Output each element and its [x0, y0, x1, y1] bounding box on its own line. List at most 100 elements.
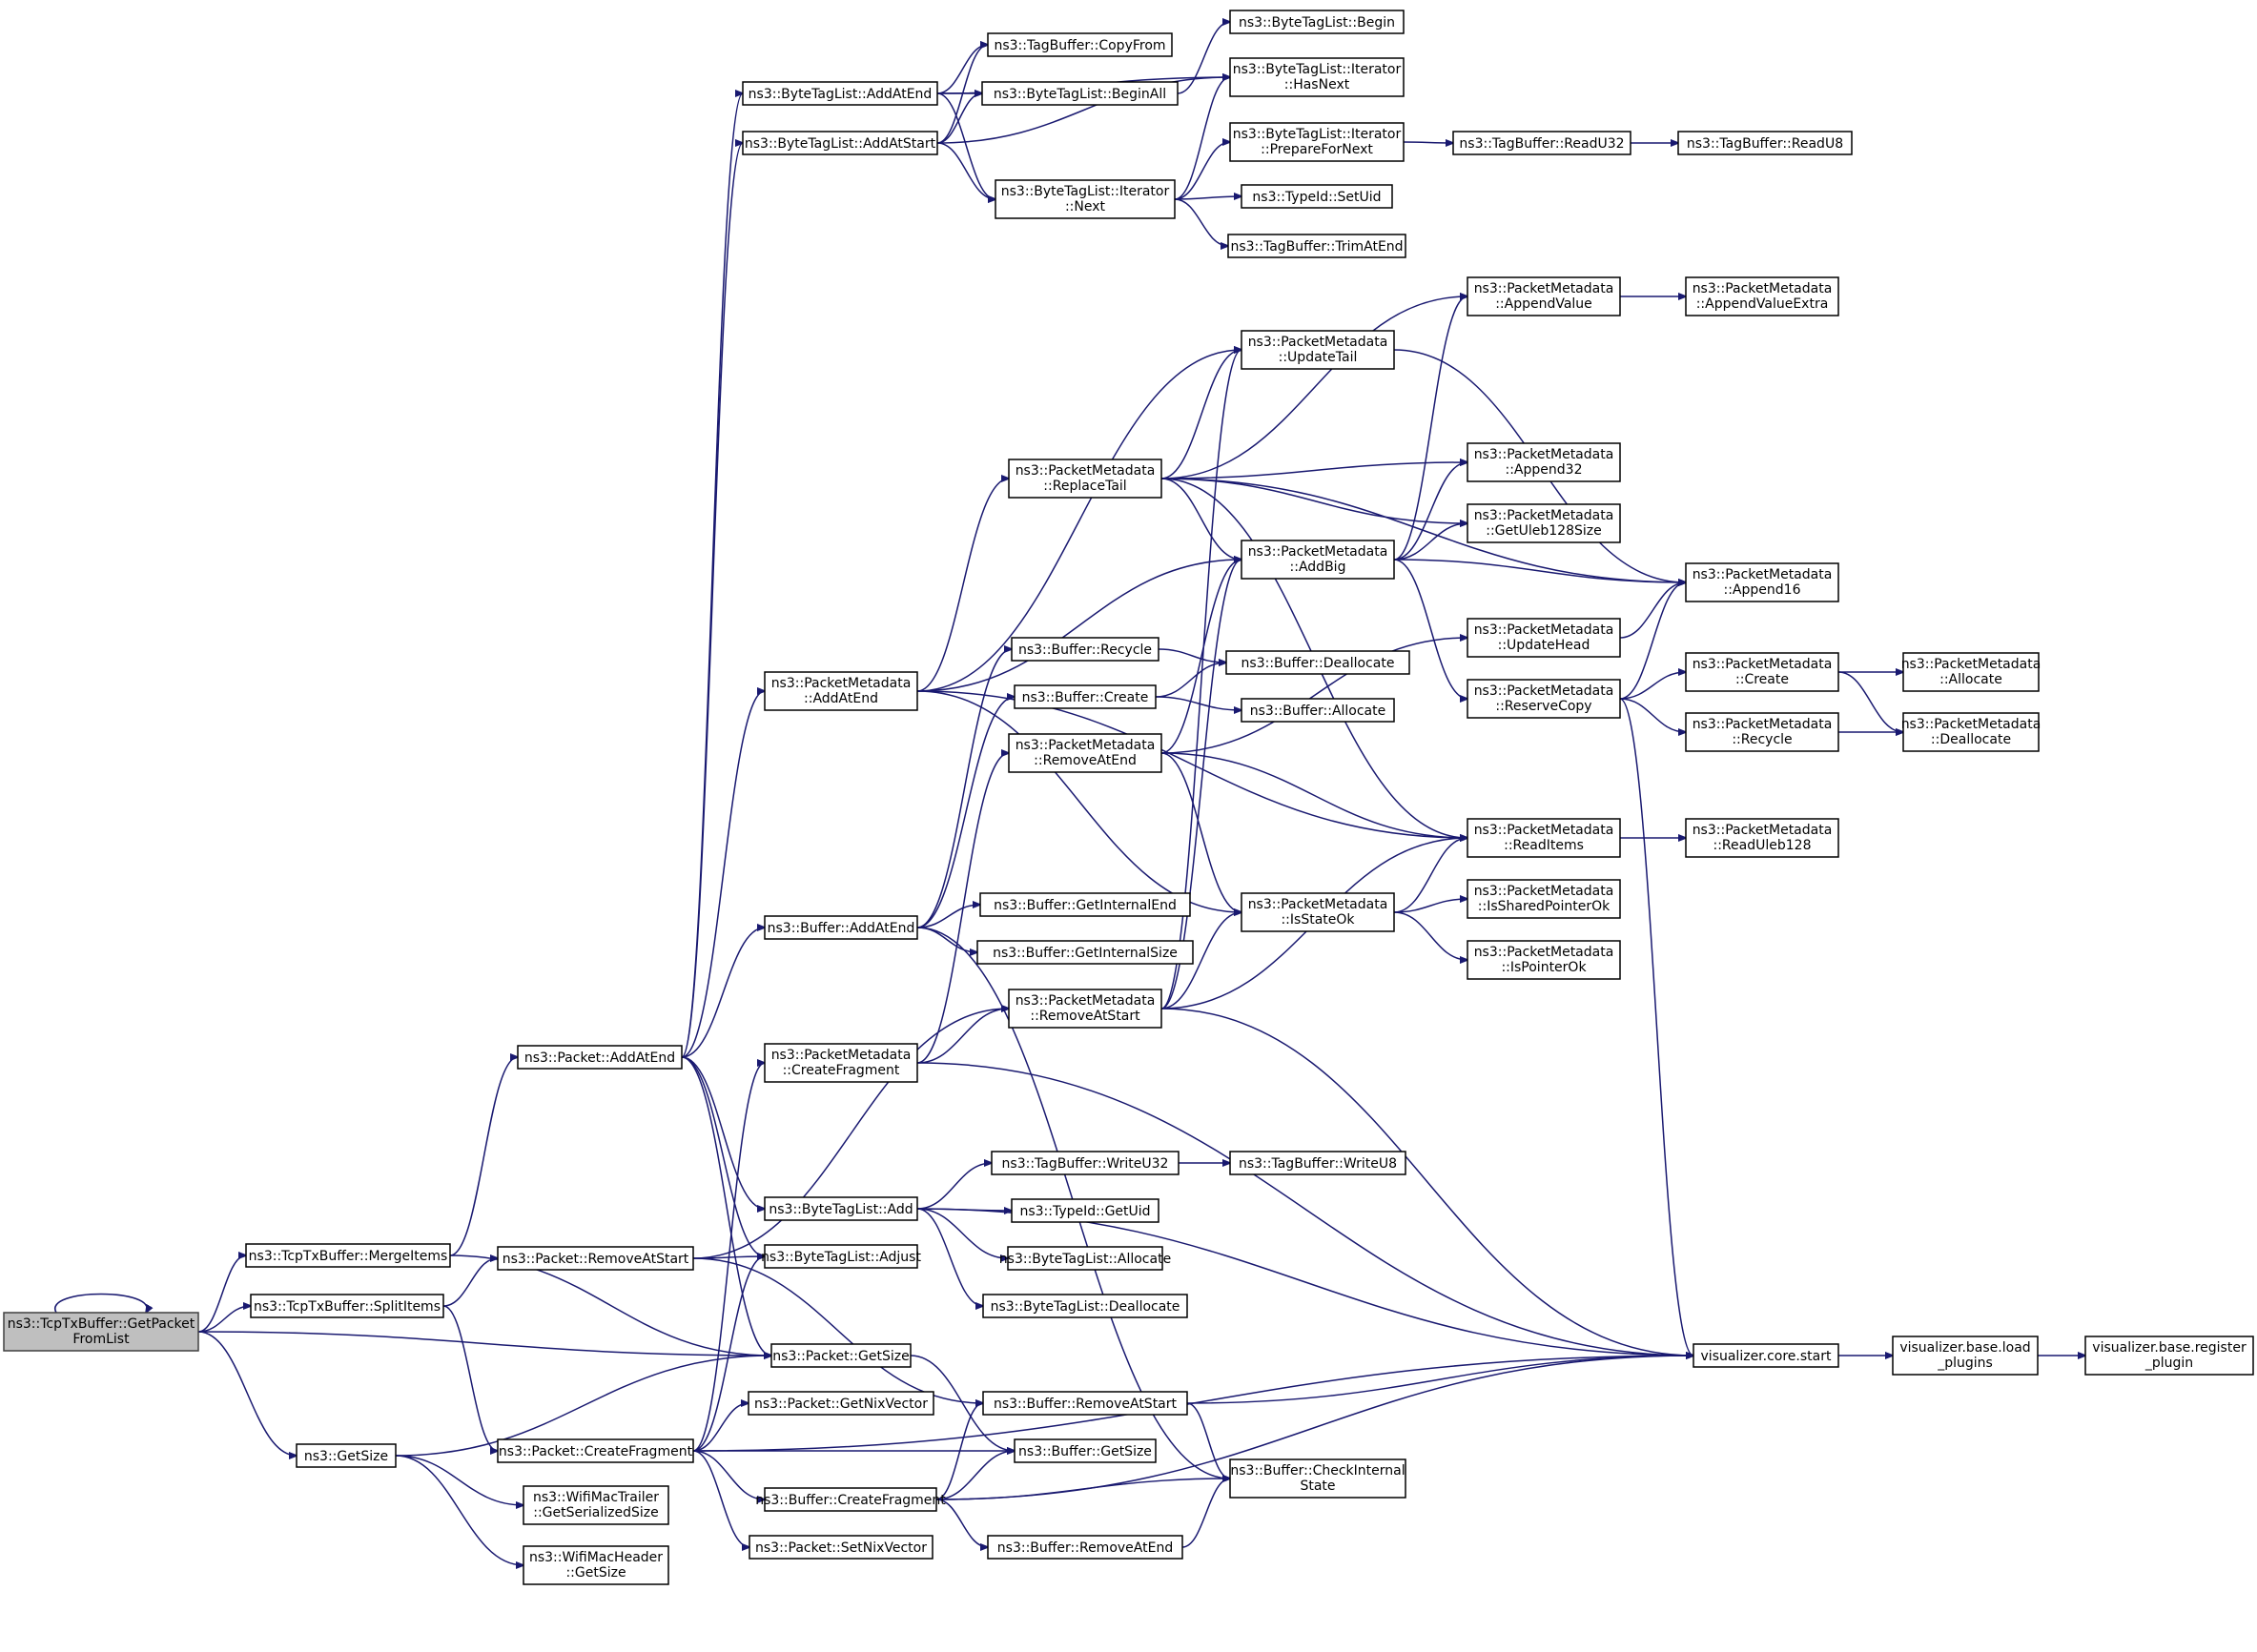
- call-edge-packetmetadata_removeatend-to-packetmetadata_isstateok: [1160, 752, 1241, 912]
- node-label: visualizer.base.register: [2092, 1340, 2247, 1356]
- node-bytetaglist_adjust[interactable]: ns3::ByteTagList::Adjust: [761, 1244, 921, 1269]
- node-packetmetadata_isstateok[interactable]: ns3::PacketMetadata::IsStateOk: [1241, 892, 1395, 932]
- node-label: ns3::Buffer::RemoveAtEnd: [997, 1540, 1173, 1556]
- node-packetmetadata_readuleb128[interactable]: ns3::PacketMetadata::ReadUleb128: [1685, 818, 1839, 858]
- node-box: [1685, 712, 1839, 752]
- node-buffer_getinternalsize[interactable]: ns3::Buffer::GetInternalSize: [976, 940, 1194, 965]
- node-visualizer_base_load_plugins[interactable]: visualizer.base.load_plugins: [1892, 1336, 2039, 1376]
- node-buffer_addatend[interactable]: ns3::Buffer::AddAtEnd: [764, 915, 918, 940]
- node-buffer_createfragment[interactable]: ns3::Buffer::CreateFragment: [755, 1487, 946, 1512]
- node-packetmetadata_removeatstart[interactable]: ns3::PacketMetadata::RemoveAtStart: [1008, 989, 1162, 1029]
- call-edge-packetmetadata_addatend-to-packetmetadata_updatetail: [916, 350, 1241, 692]
- node-packetmetadata_removeatend[interactable]: ns3::PacketMetadata::RemoveAtEnd: [1008, 733, 1162, 773]
- node-packet_getsize[interactable]: ns3::Packet::GetSize: [770, 1343, 912, 1368]
- node-tagbuffer_readu8[interactable]: ns3::TagBuffer::ReadU8: [1677, 131, 1853, 155]
- call-edge-iterator_next-to-iterator_hasnext: [1174, 77, 1230, 200]
- node-buffer_getinternalend[interactable]: ns3::Buffer::GetInternalEnd: [979, 892, 1191, 917]
- node-buffer_removeatstart[interactable]: ns3::Buffer::RemoveAtStart: [982, 1391, 1188, 1416]
- node-box: [991, 1151, 1180, 1175]
- node-bytetaglist_addatend[interactable]: ns3::ByteTagList::AddAtEnd: [742, 81, 938, 106]
- node-visualizer_core_start[interactable]: visualizer.core.start: [1693, 1343, 1839, 1368]
- node-packetmetadata_addbig[interactable]: ns3::PacketMetadata::AddBig: [1241, 540, 1395, 580]
- call-edge-packetmetadata_createfragment-to-packetmetadata_removeatend: [916, 753, 1009, 1064]
- call-edge-bytetaglist_add-to-visualizer_core_start: [916, 1208, 1693, 1356]
- node-packet_addatend[interactable]: ns3::Packet::AddAtEnd: [517, 1045, 683, 1070]
- node-iterator_hasnext[interactable]: ns3::ByteTagList::Iterator::HasNext: [1229, 57, 1405, 97]
- node-label: ::CreateFragment: [783, 1063, 900, 1078]
- node-bytetaglist_begin[interactable]: ns3::ByteTagList::Begin: [1229, 10, 1405, 34]
- node-bytetaglist_beginall[interactable]: ns3::ByteTagList::BeginAll: [981, 81, 1179, 106]
- node-box: [1467, 618, 1621, 658]
- node-box: [1685, 562, 1839, 602]
- call-edge-bytetaglist_add-to-bytetaglist_deallocate: [916, 1208, 983, 1306]
- call-edge-packetmetadata_addbig-to-packetmetadata_getuleb128size: [1393, 523, 1467, 561]
- node-label: ns3::Buffer::Allocate: [1250, 704, 1386, 719]
- node-buffer_create[interactable]: ns3::Buffer::Create: [1014, 684, 1157, 709]
- node-packet_getnixvector[interactable]: ns3::Packet::GetNixVector: [748, 1391, 934, 1416]
- node-packetmetadata_deallocate[interactable]: ns3::PacketMetadata::Deallocate: [1901, 712, 2042, 752]
- node-iterator_prepare[interactable]: ns3::ByteTagList::Iterator::PrepareForNe…: [1229, 122, 1405, 162]
- node-splititems[interactable]: ns3::TcpTxBuffer::SplitItems: [250, 1294, 444, 1318]
- node-visualizer_base_register_plugin[interactable]: visualizer.base.register_plugin: [2084, 1336, 2254, 1376]
- node-packetmetadata_appendvalue[interactable]: ns3::PacketMetadata::AppendValue: [1467, 276, 1621, 316]
- node-iterator_next[interactable]: ns3::ByteTagList::Iterator::Next: [995, 179, 1176, 219]
- call-edge-packet_addatend-to-bytetaglist_addatend: [681, 93, 743, 1058]
- node-box: [742, 81, 938, 106]
- node-packetmetadata_addatend[interactable]: ns3::PacketMetadata::AddAtEnd: [764, 671, 918, 711]
- node-buffer_deallocate[interactable]: ns3::Buffer::Deallocate: [1225, 650, 1410, 675]
- node-buffer_removeatend[interactable]: ns3::Buffer::RemoveAtEnd: [987, 1535, 1183, 1560]
- node-packetmetadata_createfragment[interactable]: ns3::PacketMetadata::CreateFragment: [764, 1043, 918, 1083]
- node-buffer_recycle[interactable]: ns3::Buffer::Recycle: [1011, 637, 1159, 662]
- node-packetmetadata_updatetail[interactable]: ns3::PacketMetadata::UpdateTail: [1241, 330, 1395, 370]
- node-tagbuffer_readu32[interactable]: ns3::TagBuffer::ReadU32: [1452, 131, 1631, 155]
- node-bytetaglist_allocate[interactable]: ns3::ByteTagList::Allocate: [999, 1246, 1171, 1271]
- node-box: [1902, 712, 2040, 752]
- node-packet_setnixvector[interactable]: ns3::Packet::SetNixVector: [749, 1535, 934, 1560]
- node-getsize_fn[interactable]: ns3::GetSize: [296, 1443, 397, 1468]
- node-packetmetadata_create[interactable]: ns3::PacketMetadata::Create: [1685, 652, 1839, 692]
- node-tagbuffer_trimatend[interactable]: ns3::TagBuffer::TrimAtEnd: [1227, 234, 1406, 258]
- call-edge-bytetaglist_addatstart-to-iterator_hasnext: [936, 77, 1230, 144]
- node-packetmetadata_updatehead[interactable]: ns3::PacketMetadata::UpdateHead: [1467, 618, 1621, 658]
- node-packet_removeatstart[interactable]: ns3::Packet::RemoveAtStart: [497, 1246, 694, 1271]
- node-packetmetadata_getuleb128size[interactable]: ns3::PacketMetadata::GetUleb128Size: [1467, 503, 1621, 543]
- node-buffer_getsize[interactable]: ns3::Buffer::GetSize: [1014, 1438, 1157, 1463]
- node-packetmetadata_append32[interactable]: ns3::PacketMetadata::Append32: [1467, 442, 1621, 482]
- node-packetmetadata_allocate[interactable]: ns3::PacketMetadata::Allocate: [1901, 652, 2042, 692]
- node-wifimacheader_getsize[interactable]: ns3::WifiMacHeader::GetSize: [523, 1545, 669, 1585]
- node-label: ns3::PacketMetadata: [1693, 657, 1833, 672]
- node-packetmetadata_issharedpointerok[interactable]: ns3::PacketMetadata::IsSharedPointerOk: [1467, 879, 1621, 919]
- node-bytetaglist_add[interactable]: ns3::ByteTagList::Add: [764, 1196, 918, 1221]
- node-wifimactrailer_getserializedsize[interactable]: ns3::WifiMacTrailer::GetSerializedSize: [523, 1485, 669, 1525]
- call-edge-buffer_removeatend-to-buffer_checkinternalstate: [1181, 1479, 1230, 1548]
- node-label: ns3::PacketMetadata: [1474, 508, 1614, 523]
- node-packetmetadata_replacetail[interactable]: ns3::PacketMetadata::ReplaceTail: [1008, 459, 1162, 499]
- call-edge-packetmetadata_replacetail-to-packetmetadata_appendvalue: [1160, 296, 1467, 479]
- call-edge-buffer_addatend-to-buffer_getinternalend: [916, 905, 980, 928]
- node-tagbuffer_writeu8[interactable]: ns3::TagBuffer::WriteU8: [1229, 1151, 1406, 1175]
- node-label: ns3::WifiMacHeader: [529, 1550, 663, 1565]
- node-packetmetadata_append16[interactable]: ns3::PacketMetadata::Append16: [1685, 562, 1839, 602]
- node-bytetaglist_addatstart[interactable]: ns3::ByteTagList::AddAtStart: [742, 131, 938, 155]
- node-tagbuffer_writeu32[interactable]: ns3::TagBuffer::WriteU32: [991, 1151, 1180, 1175]
- call-edge-bytetaglist_addatstart-to-tagbuffer_copyfrom: [936, 45, 988, 144]
- node-label: ::Deallocate: [1931, 732, 2011, 747]
- node-buffer_allocate[interactable]: ns3::Buffer::Allocate: [1241, 698, 1395, 723]
- node-packetmetadata_recycle[interactable]: ns3::PacketMetadata::Recycle: [1685, 712, 1839, 752]
- node-packetmetadata_ispointerok[interactable]: ns3::PacketMetadata::IsPointerOk: [1467, 940, 1621, 980]
- node-packetmetadata_reservecopy[interactable]: ns3::PacketMetadata::ReserveCopy: [1467, 679, 1621, 719]
- node-label: ns3::Buffer::Create: [1022, 690, 1149, 705]
- node-packetmetadata_appendvalueextra[interactable]: ns3::PacketMetadata::AppendValueExtra: [1685, 276, 1839, 316]
- call-edge-packetmetadata_isstateok-to-packetmetadata_readitems: [1393, 838, 1467, 913]
- call-edge-packet_addatend-to-bytetaglist_adjust: [681, 1056, 765, 1256]
- node-bytetaglist_deallocate[interactable]: ns3::ByteTagList::Deallocate: [982, 1294, 1188, 1318]
- node-typeid_setuid[interactable]: ns3::TypeId::SetUid: [1241, 184, 1393, 209]
- node-label: ns3::Buffer::GetInternalEnd: [994, 898, 1177, 913]
- node-packet_createfragment[interactable]: ns3::Packet::CreateFragment: [497, 1438, 694, 1463]
- node-mergeitems[interactable]: ns3::TcpTxBuffer::MergeItems: [245, 1243, 451, 1268]
- node-packetmetadata_readitems[interactable]: ns3::PacketMetadata::ReadItems: [1467, 818, 1621, 858]
- node-typeid_getuid[interactable]: ns3::TypeId::GetUid: [1011, 1198, 1159, 1223]
- node-tagbuffer_copyfrom[interactable]: ns3::TagBuffer::CopyFrom: [987, 32, 1173, 57]
